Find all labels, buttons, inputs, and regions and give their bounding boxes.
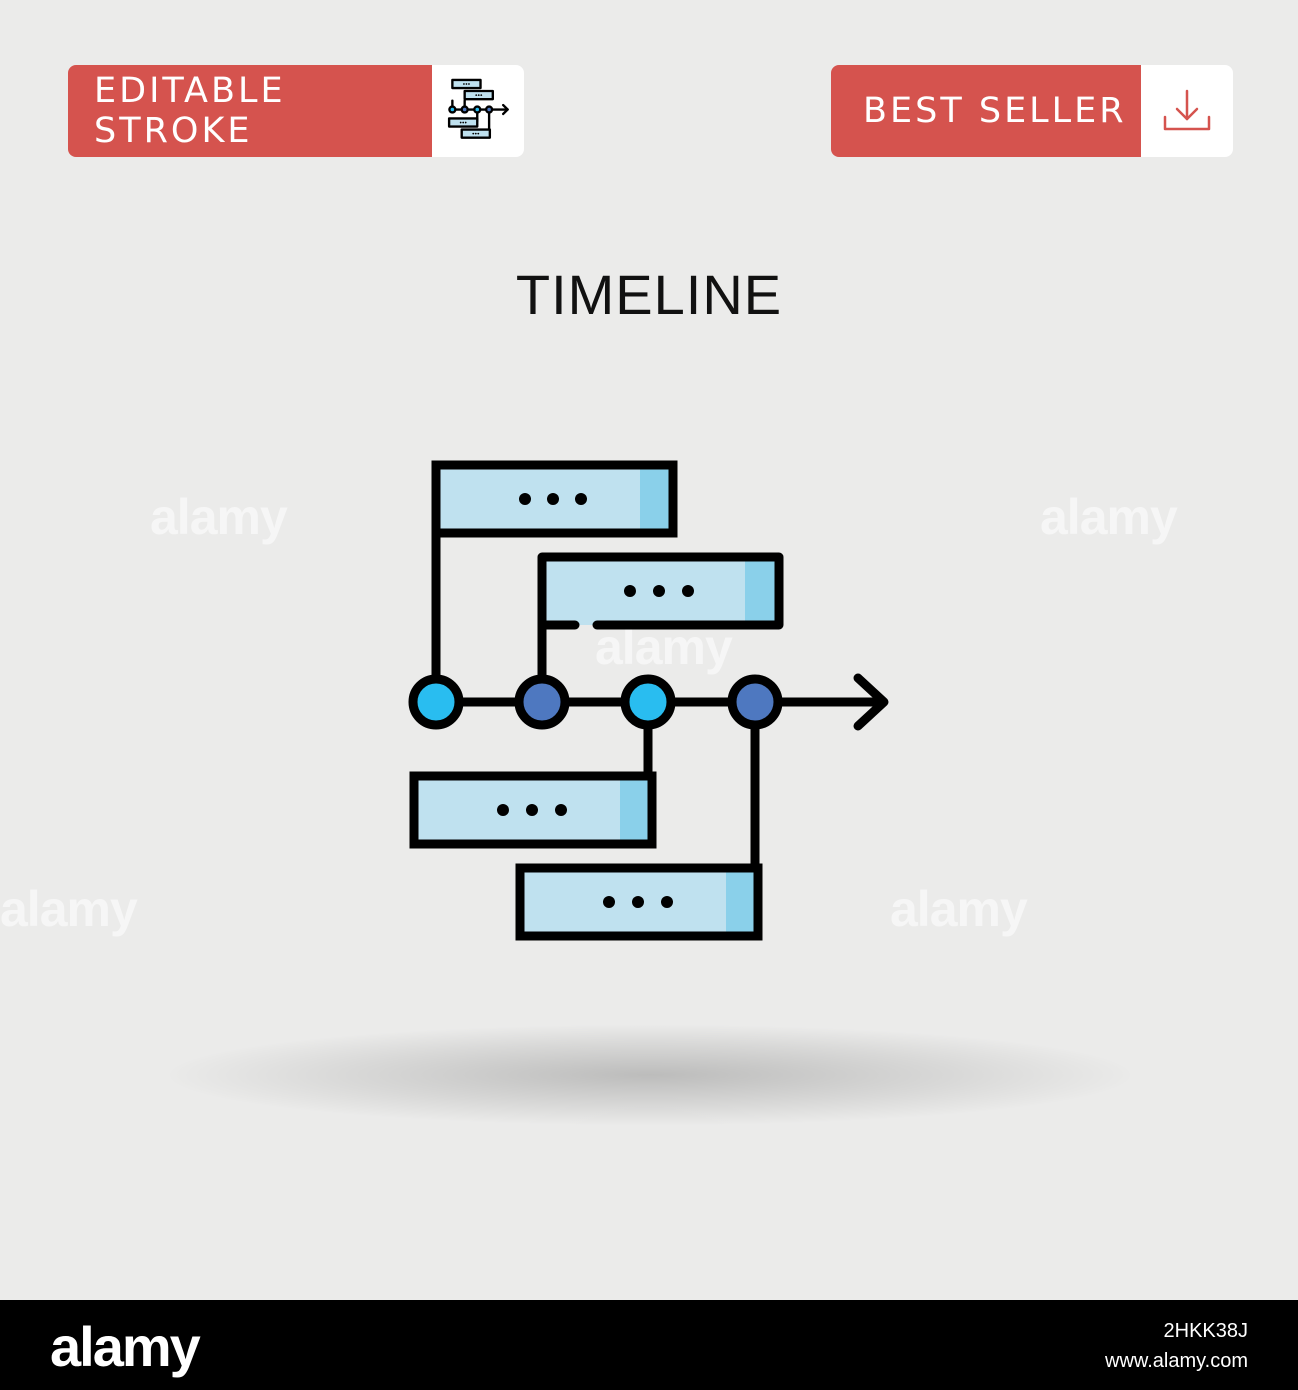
- icon-shadow: [170, 1025, 1130, 1125]
- footer-bar: alamy 2HKK38J www.alamy.com: [0, 1300, 1298, 1390]
- best-seller-badge: BEST SELLER: [831, 65, 1233, 157]
- timeline-thumbnail-icon: [432, 65, 524, 157]
- best-seller-label: BEST SELLER: [831, 65, 1141, 157]
- timeline-node: [408, 674, 464, 730]
- footer-logo: alamy: [50, 1315, 201, 1378]
- editable-stroke-badge: EDITABLE STROKE: [68, 65, 524, 157]
- timeline-icon: [408, 460, 889, 941]
- footer-url[interactable]: www.alamy.com: [1105, 1350, 1248, 1372]
- editable-stroke-label: EDITABLE STROKE: [68, 65, 432, 157]
- download-icon: [1141, 65, 1233, 157]
- timeline-card: [409, 771, 657, 849]
- timeline-card: [537, 552, 784, 630]
- image-id: 2HKK38J: [1163, 1320, 1249, 1342]
- timeline-node: [727, 674, 783, 730]
- page-title: TIMELINE: [515, 263, 783, 326]
- timeline-card: [431, 460, 678, 538]
- timeline-node: [514, 674, 570, 730]
- timeline-card: [515, 863, 763, 941]
- timeline-node: [620, 674, 676, 730]
